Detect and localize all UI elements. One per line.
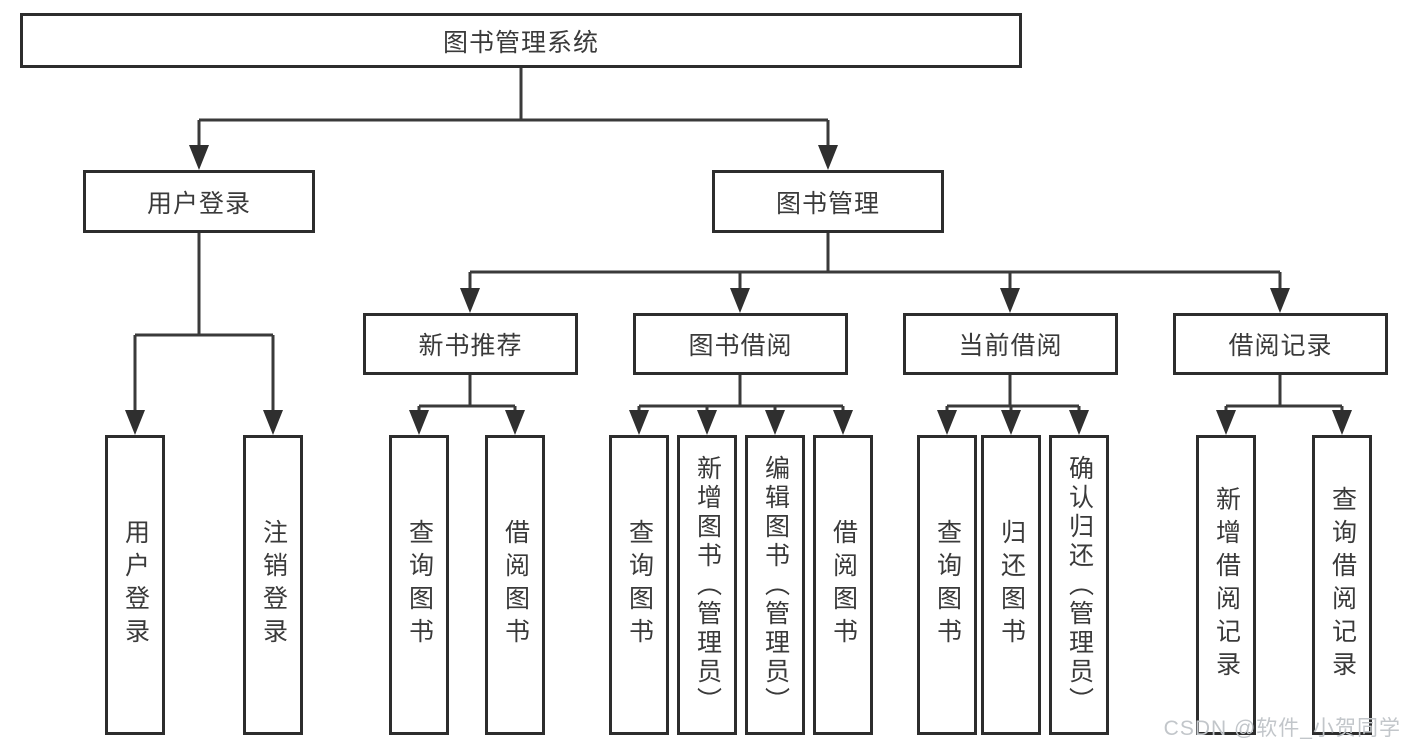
leaf-borrow-books-recommend-label: 借阅图书 <box>501 519 530 651</box>
node-new-book-recommend-label: 新书推荐 <box>418 332 523 360</box>
watermark: CSDN @软件_小贺同学 <box>1163 717 1401 740</box>
node-user-login: 用户登录 <box>83 170 315 233</box>
leaf-query-books-current: 查询图书 <box>917 435 977 735</box>
leaf-user-login-label: 用户登录 <box>121 519 150 651</box>
leaf-borrow-books: 借阅图书 <box>813 435 873 735</box>
leaf-edit-book-admin-label: 编辑图书（管理员） <box>761 454 790 716</box>
node-book-management-label: 图书管理 <box>775 189 880 218</box>
leaf-edit-book-admin: 编辑图书（管理员） <box>745 435 805 735</box>
node-book-borrow: 图书借阅 <box>633 313 848 375</box>
leaf-add-book-admin-label: 新增图书（管理员） <box>693 454 722 716</box>
leaf-borrow-books-label: 借阅图书 <box>829 519 858 651</box>
leaf-user-login: 用户登录 <box>105 435 165 735</box>
leaf-query-borrow-record: 查询借阅记录 <box>1312 435 1372 735</box>
node-new-book-recommend: 新书推荐 <box>363 313 578 375</box>
node-book-management: 图书管理 <box>712 170 944 233</box>
leaf-query-books-recommend: 查询图书 <box>389 435 449 735</box>
node-current-borrow-label: 当前借阅 <box>958 332 1063 360</box>
leaf-query-books-current-label: 查询图书 <box>933 519 962 651</box>
leaf-query-books-borrow-label: 查询图书 <box>625 519 654 651</box>
leaf-query-books-recommend-label: 查询图书 <box>405 519 434 651</box>
node-borrow-records: 借阅记录 <box>1173 313 1388 375</box>
leaf-return-books-label: 归还图书 <box>997 519 1026 651</box>
leaf-add-borrow-record: 新增借阅记录 <box>1196 435 1256 735</box>
node-user-login-label: 用户登录 <box>146 189 251 218</box>
leaf-logout: 注销登录 <box>243 435 303 735</box>
leaf-confirm-return-admin-label: 确认归还（管理员） <box>1065 454 1094 716</box>
node-book-borrow-label: 图书借阅 <box>688 332 793 360</box>
leaf-return-books: 归还图书 <box>981 435 1041 735</box>
node-borrow-records-label: 借阅记录 <box>1228 332 1333 360</box>
leaf-add-book-admin: 新增图书（管理员） <box>677 435 737 735</box>
node-root-label: 图书管理系统 <box>442 28 599 57</box>
node-current-borrow: 当前借阅 <box>903 313 1118 375</box>
node-root: 图书管理系统 <box>20 13 1022 68</box>
leaf-query-borrow-record-label: 查询借阅记录 <box>1328 486 1357 684</box>
leaf-logout-label: 注销登录 <box>259 519 288 651</box>
leaf-query-books-borrow: 查询图书 <box>609 435 669 735</box>
leaf-confirm-return-admin: 确认归还（管理员） <box>1049 435 1109 735</box>
leaf-borrow-books-recommend: 借阅图书 <box>485 435 545 735</box>
leaf-add-borrow-record-label: 新增借阅记录 <box>1212 486 1241 684</box>
